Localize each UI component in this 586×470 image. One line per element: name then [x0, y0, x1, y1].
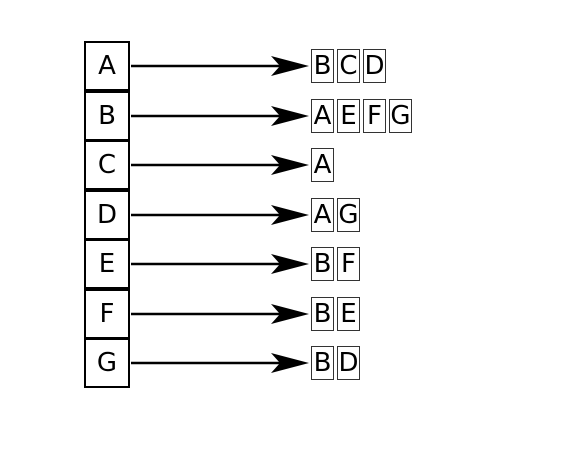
arrow-icon — [131, 204, 309, 225]
neighbor-cell: C — [337, 49, 360, 83]
vertex-cell: B — [84, 90, 130, 141]
vertex-cell: A — [84, 41, 130, 91]
neighbor-cell: B — [311, 346, 334, 380]
neighbor-cell: D — [363, 49, 386, 83]
arrow-icon — [131, 353, 309, 373]
vertex-cell: D — [84, 189, 130, 240]
arrow-icon — [131, 56, 309, 76]
neighbor-cell: G — [337, 197, 360, 232]
vertex-cell: G — [84, 338, 130, 388]
neighbor-cell: A — [311, 98, 334, 133]
neighbor-cell: D — [337, 346, 360, 380]
arrow-icon — [131, 303, 309, 324]
vertex-cell: E — [84, 239, 130, 289]
neighbor-cell: E — [337, 98, 360, 133]
neighbor-list: A — [311, 148, 334, 182]
vertex-cell: F — [84, 288, 130, 339]
neighbor-cell: B — [311, 49, 334, 83]
arrow-icon — [131, 254, 309, 274]
arrow-icon — [131, 155, 309, 175]
neighbor-cell: B — [311, 296, 334, 331]
neighbor-cell: A — [311, 197, 334, 232]
neighbor-cell: A — [311, 148, 334, 182]
neighbor-cell: E — [337, 296, 360, 331]
neighbor-cell: F — [363, 98, 386, 133]
arrow-icon — [131, 105, 309, 126]
neighbor-cell: G — [389, 98, 412, 133]
neighbor-cell: F — [337, 247, 360, 281]
neighbor-cell: B — [311, 247, 334, 281]
vertex-cell: C — [84, 140, 130, 190]
